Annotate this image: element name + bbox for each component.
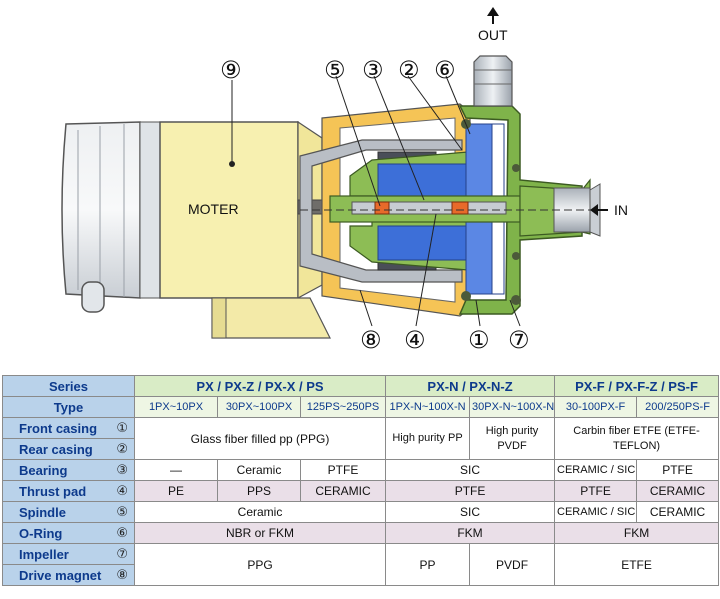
o-ring-value: NBR or FKM: [133, 522, 387, 544]
type-cell: 30PX~100PX: [217, 396, 301, 418]
callout-9: ⑨: [220, 57, 242, 84]
bearing-value: PTFE: [299, 459, 387, 481]
row-header-o-ring: O-Ring ⑥: [2, 522, 135, 544]
type-cell: 30PX-N~100X-N: [469, 396, 556, 418]
impeller-value: PPG: [133, 543, 387, 586]
motor-label: MOTER: [188, 201, 239, 217]
row-number: ⑤: [116, 504, 128, 519]
spindle-value: SIC: [385, 501, 556, 523]
row-label: Bearing: [19, 462, 68, 478]
bearing-value: PTFE: [636, 459, 720, 481]
row-number: ⑥: [116, 525, 128, 540]
table-row-thrust-pad: Thrust pad ④ PE PPS CERAMIC PTFE PTFE CE…: [2, 480, 720, 502]
series-header: Series: [2, 375, 135, 397]
row-label: Thrust pad: [19, 483, 87, 499]
in-label: IN: [614, 202, 628, 218]
row-label: Drive magnet: [19, 567, 102, 583]
table-row-rear-casing: Rear casing ②: [2, 438, 719, 460]
out-arrow: [487, 7, 499, 24]
o-ring-value: FKM: [385, 522, 556, 544]
row-number: ⑧: [116, 567, 128, 582]
spindle-value: Ceramic: [133, 501, 387, 523]
row-number: ⑦: [116, 546, 128, 561]
row-number: ②: [116, 441, 128, 456]
row-number: ③: [116, 462, 128, 477]
in-arrow: [590, 204, 608, 216]
row-label: Impeller: [19, 546, 69, 562]
row-label: O-Ring: [19, 525, 63, 541]
casing-px-value: Glass fiber filled pp (PPG): [133, 417, 387, 460]
series-group-pxf: PX-F / PX-F-Z / PS-F: [554, 375, 720, 397]
type-cell: 1PX~10PX: [134, 396, 218, 418]
table-row-front-casing: Front casing ① Glass fiber filled pp (PP…: [2, 417, 720, 460]
out-label: OUT: [478, 27, 508, 43]
callout-5: ⑤: [324, 57, 346, 84]
thrust-pad-value: PTFE: [554, 480, 638, 502]
row-header-front-casing: Front casing ①: [2, 417, 135, 439]
row-label: Spindle: [19, 504, 66, 520]
series-group-pxn: PX-N / PX-N-Z: [385, 375, 556, 397]
callout-7: ⑦: [508, 327, 530, 354]
type-cell: 200/250PS-F: [636, 396, 720, 418]
series-row: Series PX / PX-Z / PX-X / PS PX-N / PX-N…: [2, 375, 720, 397]
thrust-pad-value: PE: [134, 480, 218, 502]
table-row-impeller: Impeller ⑦ PPG PP PVDF ETFE: [2, 543, 720, 586]
spindle-value: CERAMIC / SIC: [554, 501, 638, 523]
table-row-o-ring: O-Ring ⑥ NBR or FKM FKM FKM: [2, 522, 720, 544]
row-number: ④: [116, 483, 128, 498]
bearing-value: Ceramic: [217, 459, 301, 481]
row-header-bearing: Bearing ③: [2, 459, 135, 481]
type-cell: 125PS~250PS: [299, 396, 387, 418]
row-header-drive-magnet: Drive magnet ⑧: [2, 564, 135, 586]
row-label: Front casing: [19, 420, 98, 436]
row-number: ①: [116, 420, 128, 435]
series-group-px: PX / PX-Z / PX-X / PS: [133, 375, 387, 397]
front-casing: [329, 105, 583, 315]
casing-pxf-value: Carbin fiber ETFE (ETFE-TEFLON): [554, 417, 720, 460]
row-header-spindle: Spindle ⑤: [2, 501, 135, 523]
o-ring-value: FKM: [554, 522, 720, 544]
thrust-pad-value: PPS: [217, 480, 301, 502]
table-row-bearing: Bearing ③ — Ceramic PTFE SIC CERAMIC / S…: [2, 459, 720, 481]
table-row-drive-magnet: Drive magnet ⑧: [2, 564, 719, 586]
type-cell: 30-100PX-F: [554, 396, 638, 418]
casing-pxn-value-2: High purity PVDF: [469, 417, 556, 460]
callout-8: ⑧: [360, 327, 382, 354]
impeller-value: PP: [385, 543, 471, 586]
row-header-impeller: Impeller ⑦: [2, 543, 135, 565]
thrust-pad-value: PTFE: [385, 480, 556, 502]
table-row-spindle: Spindle ⑤ Ceramic SIC CERAMIC / SIC CERA…: [2, 501, 720, 523]
motor-body: [159, 120, 339, 339]
bearing-value: CERAMIC / SIC: [554, 459, 638, 481]
spindle-value: CERAMIC: [636, 501, 720, 523]
type-cell: 1PX-N~100X-N: [385, 396, 471, 418]
row-header-thrust-pad: Thrust pad ④: [2, 480, 135, 502]
outlet-pipe: [473, 55, 513, 107]
type-row: Type 1PX~10PX 30PX~100PX 125PS~250PS 1PX…: [2, 396, 720, 418]
callout-4: ④: [404, 327, 426, 354]
casing-pxn-value-1: High purity PP: [385, 417, 471, 460]
callout-1: ①: [468, 327, 490, 354]
impeller-value: ETFE: [554, 543, 720, 586]
material-spec-table: Series PX / PX-Z / PX-X / PS PX-N / PX-N…: [2, 375, 720, 586]
pump-cross-section-diagram: OUT IN MOTER ⑨ ⑤ ③ ② ⑥ ⑧ ④ ① ⑦: [61, 7, 628, 354]
callout-2: ②: [398, 57, 420, 84]
row-label: Rear casing: [19, 441, 93, 457]
inlet-pipe: [519, 178, 601, 237]
bearing-value: —: [134, 459, 218, 481]
impeller-value: PVDF: [469, 543, 556, 586]
callout-3: ③: [362, 57, 384, 84]
row-header-rear-casing: Rear casing ②: [2, 438, 135, 460]
thrust-pad-value: CERAMIC: [636, 480, 720, 502]
type-header: Type: [2, 396, 135, 418]
callout-leader-lines: [231, 75, 521, 327]
bearing-value: SIC: [385, 459, 556, 481]
callout-6: ⑥: [434, 57, 456, 84]
motor-rear-housing: [61, 121, 161, 313]
thrust-pad-value: CERAMIC: [299, 480, 387, 502]
